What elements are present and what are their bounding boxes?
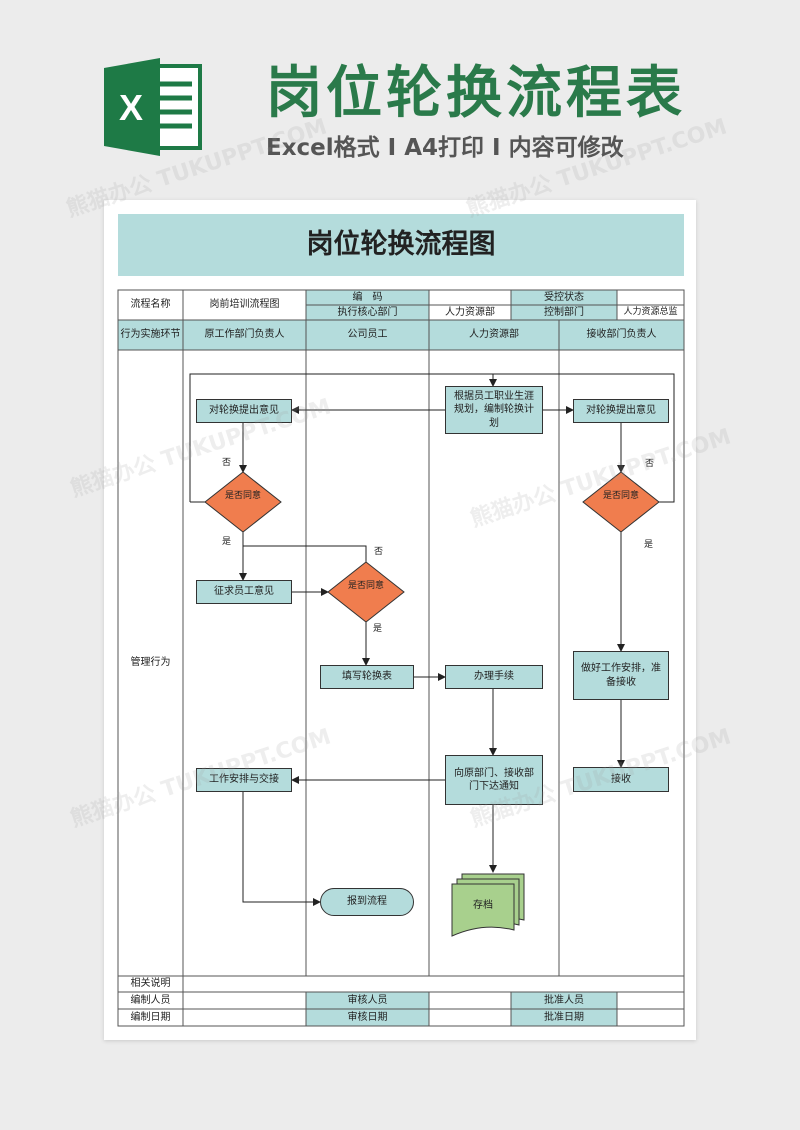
- lanes-label: 行为实施环节: [118, 320, 183, 350]
- banner-title: 岗位轮换流程表: [266, 61, 686, 126]
- decision-recv-label: 是否同意: [603, 491, 640, 501]
- review-date-label: 审核日期: [306, 1009, 429, 1026]
- node-solicit: 征求员工意见: [196, 580, 292, 604]
- controlled-status-label: 受控状态: [511, 290, 617, 305]
- node-report: 报到流程: [320, 888, 414, 916]
- reviewer-label: 审核人员: [306, 992, 429, 1009]
- node-recv-opinion: 对轮换提出意见: [573, 399, 669, 423]
- node-procedures: 办理手续: [445, 665, 543, 689]
- node-archive-label: 存档: [473, 900, 493, 912]
- decision-recv-diamond: [582, 471, 660, 533]
- row-label-management: 管理行为: [130, 657, 171, 668]
- excel-logo-letter: X: [119, 87, 143, 128]
- decision-orig-diamond: [204, 471, 282, 533]
- lane-header-hr: 人力资源部: [429, 320, 559, 350]
- edge-yes-recv: 是: [644, 540, 654, 550]
- edit-date-label: 编制日期: [130, 1011, 171, 1023]
- node-notify: 向原部门、接收部门下达通知: [445, 755, 543, 805]
- decision-orig-label: 是否同意: [225, 491, 262, 501]
- edge-yes-orig: 是: [222, 537, 232, 547]
- lane-header-employee: 公司员工: [306, 320, 429, 350]
- node-recv-arrange: 做好工作安排，准备接收: [573, 651, 669, 700]
- lane-header-orig-dept: 原工作部门负责人: [183, 320, 306, 350]
- node-orig-opinion: 对轮换提出意见: [196, 399, 292, 423]
- flowchart-lines: [117, 289, 685, 1027]
- node-receive: 接收: [573, 767, 669, 792]
- approver-label: 批准人员: [511, 992, 617, 1009]
- process-name-value: 岗前培训流程图: [209, 299, 280, 310]
- approve-date-label: 批准日期: [511, 1009, 617, 1026]
- edge-no-recv: 否: [645, 459, 655, 469]
- node-hr-plan: 根据员工职业生涯规划，编制轮换计划: [445, 386, 543, 434]
- node-fill-form: 填写轮换表: [320, 665, 414, 689]
- table-grid: [117, 289, 685, 1027]
- banner-subtitle: Excel格式 I A4打印 I 内容可修改: [266, 135, 624, 161]
- lane-header-recv-dept: 接收部门负责人: [559, 320, 684, 350]
- editor-label: 编制人员: [130, 994, 171, 1006]
- decision-emp-diamond: [327, 561, 405, 623]
- node-handover: 工作安排与交接: [196, 768, 292, 792]
- flowchart-sheet: 岗位轮换流程图 流程名称 岗前培训流程图 编 码 受控状态 执行核心部门 人力资…: [68, 200, 734, 1040]
- connectors: [189, 373, 675, 906]
- exec-dept-label: 执行核心部门: [306, 305, 429, 320]
- edge-no-emp: 否: [374, 547, 384, 557]
- excel-icon: X: [104, 58, 202, 156]
- control-dept-label: 控制部门: [511, 305, 617, 320]
- archive-document-shape: [451, 873, 525, 937]
- control-dept-value: 人力资源总监: [623, 307, 678, 318]
- edge-yes-emp: 是: [373, 624, 383, 634]
- exec-dept-value: 人力资源部: [445, 306, 495, 318]
- process-name-label: 流程名称: [130, 299, 171, 310]
- code-label: 编 码: [306, 290, 429, 305]
- decision-emp-label: 是否同意: [348, 581, 385, 591]
- edge-no-orig: 否: [222, 458, 232, 468]
- notes-label: 相关说明: [130, 978, 171, 989]
- sheet-title: 岗位轮换流程图: [118, 214, 684, 276]
